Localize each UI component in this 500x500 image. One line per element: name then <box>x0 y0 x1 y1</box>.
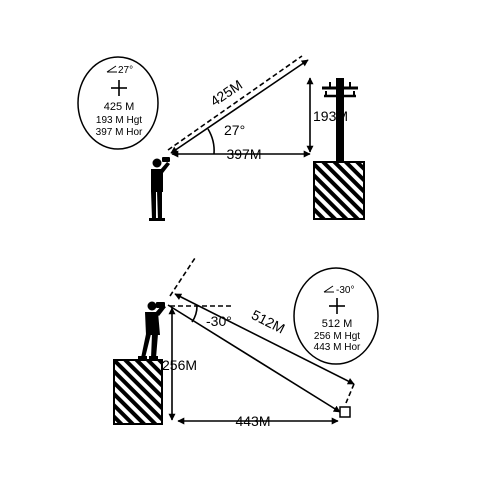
measure-lines-bottom <box>167 257 355 425</box>
angle-icon <box>106 65 117 73</box>
label-angle-top: 27° <box>224 122 245 138</box>
readout-bubble-bottom: -30° 512 M 256 M Hgt 443 M Hor <box>293 267 379 365</box>
label-slant-bottom: 512M <box>249 306 287 336</box>
angle-icon <box>323 285 334 293</box>
hatched-block-icon <box>113 359 163 425</box>
label-height-bottom: 256M <box>162 357 197 373</box>
label-horizontal-bottom: 443M <box>235 413 270 429</box>
label-height-top: 193M <box>313 108 348 124</box>
readout-distance: 425 M <box>104 101 135 113</box>
label-slant-top: 425M <box>207 76 245 109</box>
readout-angle: -30° <box>336 285 354 296</box>
label-horizontal-top: 397M <box>226 146 261 162</box>
person-binoculars-icon <box>138 301 166 359</box>
readout-horizontal: 397 M Hor <box>96 127 143 138</box>
hatched-block-icon <box>313 161 365 220</box>
scenario-top: 27° 425 M 193 M Hgt 397 M Hor <box>77 55 365 221</box>
readout-angle: 27° <box>118 65 133 76</box>
scenario-bottom: -30° 512 M 256 M Hgt 443 M Hor <box>113 257 379 429</box>
label-angle-bottom: -30° <box>206 313 232 329</box>
readout-height: 256 M Hgt <box>314 331 360 342</box>
utility-pole-icon <box>322 78 358 162</box>
readout-bubble-top: 27° 425 M 193 M Hgt 397 M Hor <box>77 56 159 150</box>
person-binoculars-icon <box>149 157 170 221</box>
crosshair-icon <box>111 80 127 96</box>
readout-horizontal: 443 M Hor <box>314 342 361 353</box>
readout-distance: 512 M <box>322 318 353 330</box>
measure-lines-top <box>167 55 314 158</box>
target-box-icon <box>339 406 351 418</box>
readout-height: 193 M Hgt <box>96 115 142 126</box>
